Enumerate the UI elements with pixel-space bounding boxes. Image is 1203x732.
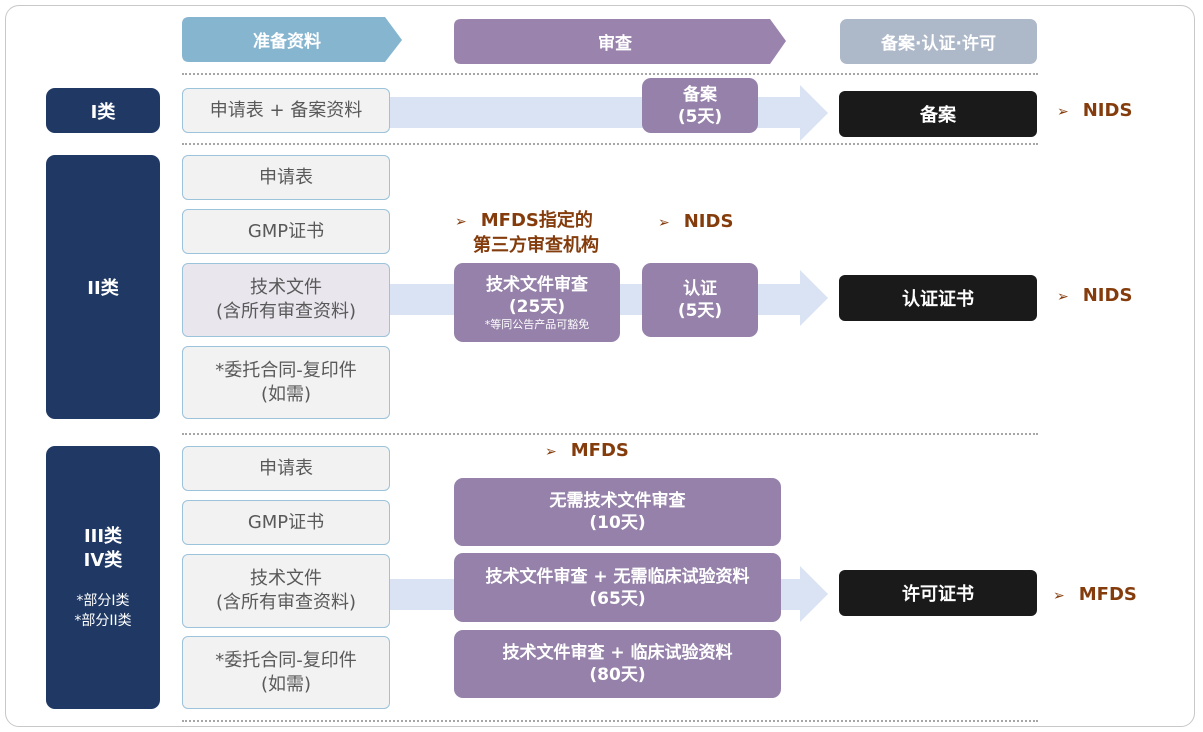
flow-arrow-head	[800, 270, 828, 326]
doc-line: 技术文件	[250, 277, 322, 298]
agency-class2: ➢ NIDS	[1057, 285, 1132, 306]
doc-line: *委托合同-复印件	[215, 649, 357, 671]
doc-line: (含所有审查资料)	[215, 592, 357, 613]
doc-line: (如需)	[260, 383, 312, 405]
divider	[182, 720, 1038, 722]
arrow-bullet-icon: ➢	[1057, 104, 1069, 120]
doc-line: *委托合同-复印件	[215, 359, 357, 381]
class-1-label: I类	[46, 88, 160, 133]
arrow-bullet-icon: ➢	[545, 444, 557, 460]
doc-line: 技术文件	[250, 568, 322, 589]
review-days: (65天)	[589, 588, 646, 609]
class-note: *部分I类	[76, 592, 130, 609]
reviewer-line: 第三方审查机构	[473, 235, 599, 256]
class-2-label: II类	[46, 155, 160, 419]
agency-name: NIDS	[1082, 285, 1133, 306]
agency-name: NIDS	[1082, 100, 1133, 121]
review-days: (25天)	[508, 296, 566, 317]
review-option-3: 技术文件审查 + 临床试验资料(80天)	[454, 630, 781, 698]
arrow-bullet-icon: ➢	[1053, 588, 1065, 604]
review-days: (5天)	[677, 301, 723, 321]
review-title: 技术文件审查 + 临床试验资料	[502, 643, 733, 663]
review-title: 认证	[683, 279, 717, 299]
header-prepare: 准备资料	[253, 32, 321, 52]
doc-application: 申请表	[182, 446, 390, 491]
agency-name: MFDS	[1078, 584, 1137, 605]
doc-contract: *委托合同-复印件(如需)	[182, 636, 390, 709]
result-filing: 备案	[839, 91, 1037, 137]
flow-arrow-head	[800, 566, 828, 622]
review-option-2: 技术文件审查 + 无需临床试验资料(65天)	[454, 553, 781, 622]
reviewer-line: MFDS指定的	[480, 210, 593, 231]
reviewer-nids: ➢ NIDS	[658, 211, 733, 232]
review-title: 无需技术文件审查	[549, 491, 686, 511]
agency-name: NIDS	[683, 211, 734, 232]
doc-gmp: GMP证书	[182, 209, 390, 254]
frame	[5, 5, 1195, 727]
divider	[182, 433, 1038, 435]
review-filing: 备案 (5天)	[642, 78, 758, 133]
review-title: 技术文件审查	[486, 274, 588, 295]
class-note: *部分II类	[74, 612, 132, 629]
header-review: 审查	[598, 34, 632, 54]
review-days: (80天)	[589, 665, 646, 685]
result-certificate: 认证证书	[839, 275, 1037, 321]
arrow-bullet-icon: ➢	[455, 214, 467, 230]
agency-class34: ➢ MFDS	[1053, 584, 1137, 605]
doc-technical: 技术文件 (含所有审查资料)	[182, 554, 390, 628]
divider	[182, 143, 1038, 145]
divider	[182, 73, 1038, 75]
arrow-bullet-icon: ➢	[658, 215, 670, 231]
review-chevron	[454, 19, 786, 64]
review-days: (5天)	[677, 106, 723, 127]
doc-gmp: GMP证书	[182, 500, 390, 545]
doc-contract: *委托合同-复印件(如需)	[182, 346, 390, 419]
reviewer-mfds: ➢ MFDS	[545, 440, 629, 461]
prepare-chevron	[182, 17, 402, 62]
review-title: 备案	[683, 84, 717, 105]
review-note: *等同公告产品可豁免	[484, 317, 590, 331]
review-days: (10天)	[589, 513, 646, 533]
doc-technical: 技术文件 (含所有审查资料)	[182, 263, 390, 337]
header-shapes	[182, 17, 1037, 64]
doc-application: 申请表	[182, 155, 390, 200]
doc-line: (含所有审查资料)	[215, 301, 357, 322]
doc-line: (如需)	[260, 673, 312, 695]
review-technical: 技术文件审查 (25天) *等同公告产品可豁免	[454, 263, 620, 342]
class-label: III类	[83, 525, 123, 547]
result-license: 许可证书	[839, 570, 1037, 616]
doc-application-filing: 申请表 + 备案资料	[182, 88, 390, 133]
review-title: 技术文件审查 + 无需临床试验资料	[485, 566, 750, 587]
class-label: IV类	[83, 549, 123, 571]
arrow-bullet-icon: ➢	[1057, 289, 1069, 305]
flow-arrow-head	[800, 85, 828, 141]
review-certification: 认证 (5天)	[642, 263, 758, 337]
agency-class1: ➢ NIDS	[1057, 100, 1132, 121]
agency-name: MFDS	[570, 440, 629, 461]
result-header-shape	[840, 19, 1037, 64]
review-option-1: 无需技术文件审查(10天)	[454, 478, 781, 546]
header-result: 备案·认证·许可	[881, 34, 996, 54]
class-3-4-label: III类 IV类 *部分I类 *部分II类	[46, 446, 160, 709]
reviewer-third-party: ➢ MFDS指定的第三方审查机构	[455, 209, 599, 257]
